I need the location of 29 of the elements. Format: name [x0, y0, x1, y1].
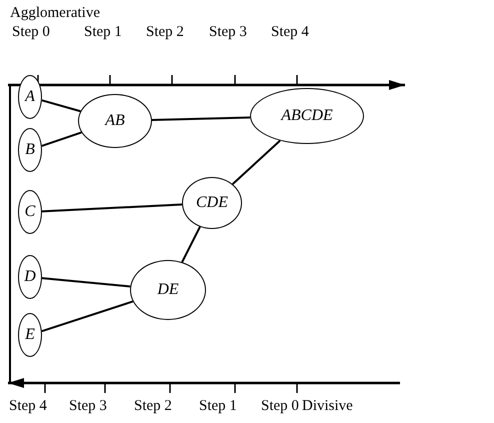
- step-label: Step 3: [69, 399, 107, 414]
- step-label: Step 1: [199, 399, 237, 414]
- cluster-ellipse: C: [18, 190, 42, 234]
- step-label: Step 3: [209, 25, 247, 40]
- connector-line: [42, 277, 130, 288]
- step-label: Step 4: [9, 399, 47, 414]
- connector-line: [152, 116, 250, 122]
- step-label: Step 2: [134, 399, 172, 414]
- connector-line: [41, 131, 82, 147]
- connector-line: [232, 140, 281, 185]
- cluster-ellipse: ABCDE: [250, 88, 364, 144]
- cluster-ellipse: A: [18, 75, 42, 119]
- connector-line: [42, 300, 134, 332]
- cluster-ellipse: E: [18, 313, 42, 357]
- cluster-ellipse: D: [18, 255, 42, 299]
- step-label: Step 0: [261, 399, 299, 414]
- step-label: Step 1: [84, 25, 122, 40]
- connector-line: [42, 203, 182, 212]
- cluster-ellipse: B: [18, 128, 42, 172]
- cluster-ellipse: DE: [130, 260, 206, 320]
- step-label: Step 0: [12, 25, 50, 40]
- connector-line: [42, 99, 81, 112]
- connector-line: [181, 226, 201, 263]
- axis-title: Divisive: [302, 399, 353, 414]
- step-label: Step 2: [146, 25, 184, 40]
- cluster-ellipse: AB: [78, 94, 152, 148]
- step-label: Step 4: [271, 25, 309, 40]
- axis-title: Agglomerative: [10, 6, 100, 21]
- cluster-ellipse: CDE: [182, 177, 242, 229]
